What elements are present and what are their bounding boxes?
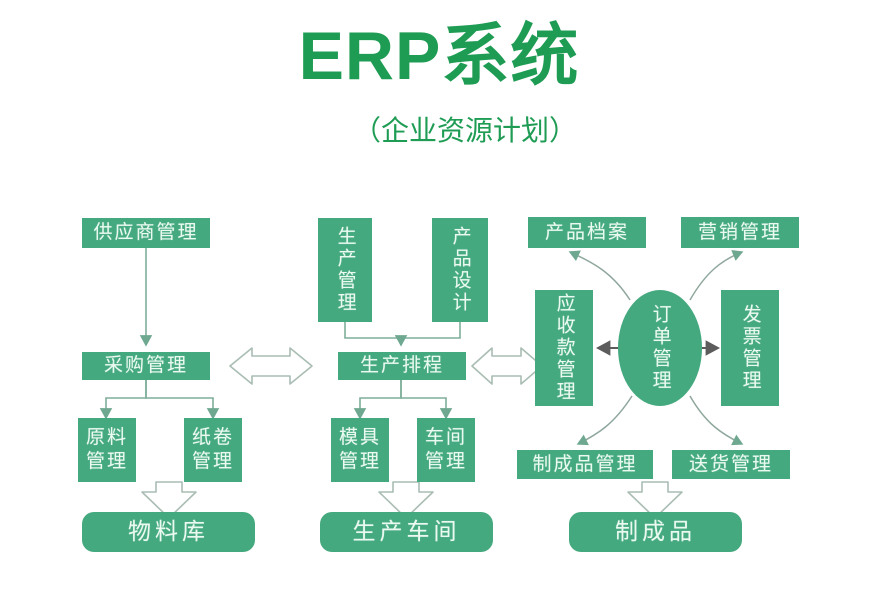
node-mold-mgmt[interactable]: 模具 管理 <box>331 418 389 482</box>
page-subtitle: （企业资源计划） <box>352 116 577 147</box>
node-delivery-mgmt[interactable]: 送货管理 <box>672 450 790 479</box>
node-production-schedule[interactable]: 生产排程 <box>338 352 466 380</box>
node-production-mgmt[interactable]: 生产管理 <box>318 218 372 322</box>
node-supplier-mgmt[interactable]: 供应商管理 <box>82 218 210 248</box>
node-finished-product[interactable]: 制成品 <box>569 512 742 552</box>
node-paper-roll-mgmt[interactable]: 纸卷 管理 <box>184 418 242 482</box>
node-receivables-mgmt[interactable]: 应收款管理 <box>535 290 593 406</box>
node-invoice-mgmt[interactable]: 发票管理 <box>721 290 779 406</box>
node-production-workshop[interactable]: 生产车间 <box>320 512 493 552</box>
node-raw-material-mgmt[interactable]: 原料 管理 <box>78 418 136 482</box>
node-material-warehouse[interactable]: 物料库 <box>82 512 255 552</box>
node-product-archive[interactable]: 产品档案 <box>528 217 646 248</box>
node-purchase-mgmt[interactable]: 采购管理 <box>82 352 210 380</box>
page-title: ERP系统 <box>298 18 580 94</box>
node-workshop-mgmt[interactable]: 车间 管理 <box>417 418 475 482</box>
node-order-mgmt[interactable]: 订单管理 <box>618 290 702 406</box>
node-finished-goods-mgmt[interactable]: 制成品管理 <box>517 450 653 479</box>
node-product-design[interactable]: 产品设计 <box>432 218 488 322</box>
node-marketing-mgmt[interactable]: 营销管理 <box>681 217 799 248</box>
